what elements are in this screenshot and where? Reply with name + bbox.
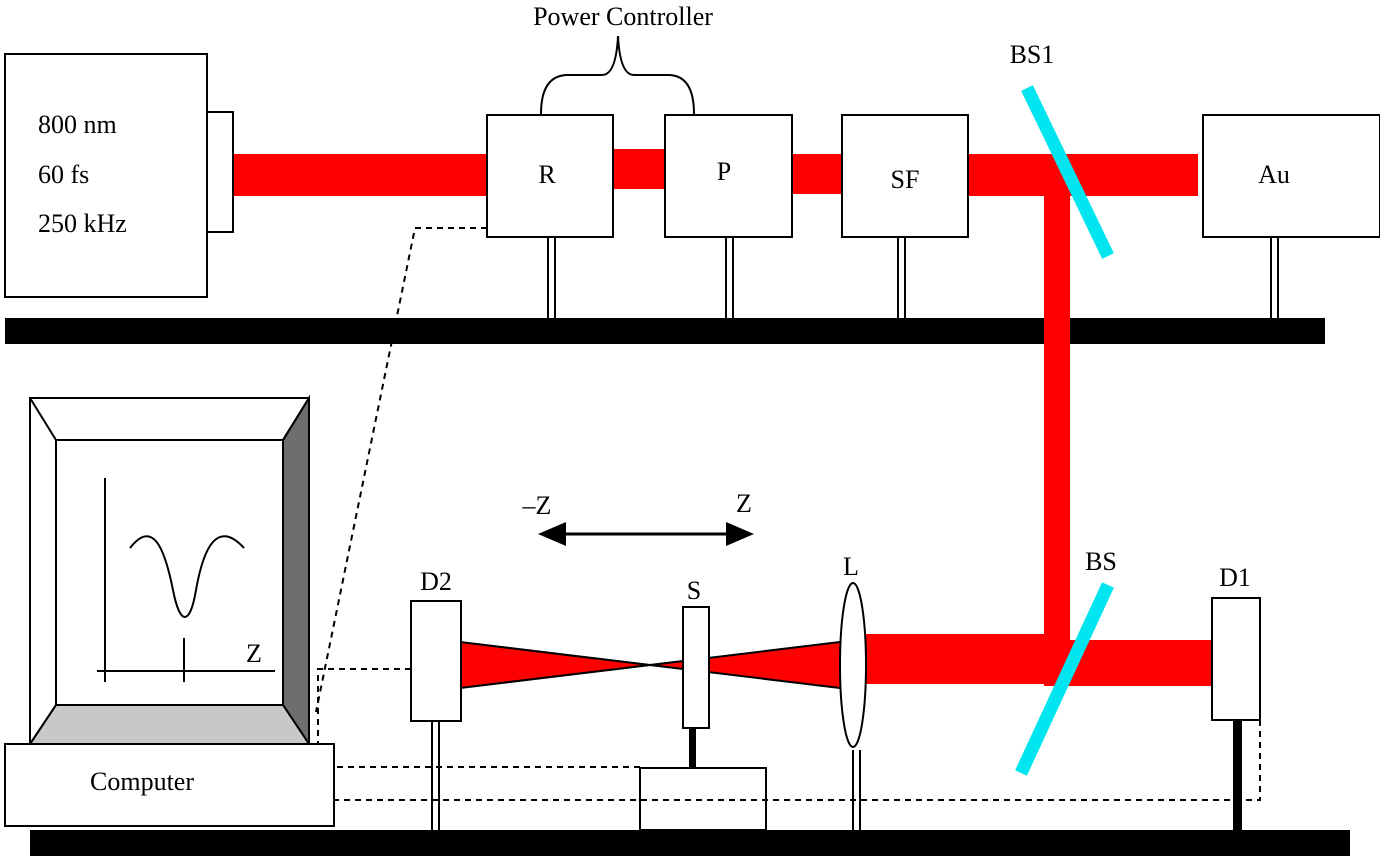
scan-plus-z-label: Z [736, 489, 752, 518]
upper-posts [547, 238, 1279, 318]
monitor-right-bevel [282, 394, 310, 748]
beam-laser-to-r [232, 154, 488, 196]
beam-sf-to-au [968, 154, 1198, 196]
monitor-bottom-bevel [28, 704, 311, 745]
beam-to-lens [862, 634, 1062, 684]
laser-repetition-rate: 250 kHz [38, 209, 127, 238]
rotator-label: R [538, 160, 556, 189]
computer-monitor [28, 394, 311, 748]
lens-label: L [843, 552, 859, 581]
transmittance-curve [129, 535, 245, 618]
detector-2-label: D2 [420, 567, 452, 596]
lower-optical-rail [30, 830, 1350, 856]
beam-p-to-sf [792, 154, 844, 194]
cable-rotator-to-monitor [315, 227, 487, 713]
upper-optical-rail [5, 318, 1325, 344]
scan-direction-arrow [538, 522, 754, 546]
detector-1-label: D1 [1219, 563, 1251, 592]
computer-box [4, 743, 335, 827]
laser-pulse-width: 60 fs [38, 160, 89, 189]
scan-minus-z-label: –Z [522, 491, 552, 520]
lens-shape [839, 582, 867, 748]
rotator-box [486, 114, 614, 238]
monitor-z-axis-label: Z [246, 639, 262, 668]
signal-cables [315, 227, 1261, 801]
power-controller-brace [540, 35, 695, 115]
au-box [1202, 114, 1380, 238]
laser-output-port [206, 111, 234, 233]
beam-splitter-1 [1021, 85, 1114, 259]
beam-splitter-1-label: BS1 [1010, 40, 1055, 69]
beam-splitter [1015, 582, 1114, 776]
lower-posts [431, 722, 861, 830]
power-controller-label: Power Controller [533, 2, 713, 31]
cone-outline [459, 641, 841, 689]
beam-splitter-label: BS [1085, 547, 1117, 576]
sample-holder [682, 606, 710, 729]
beam-r-to-p [612, 149, 666, 189]
cable-d1-to-computer [334, 720, 1261, 801]
computer-label: Computer [90, 767, 194, 796]
focused-beam-cone-2 [655, 642, 840, 688]
sample-label: S [687, 576, 701, 605]
laser-wavelength: 800 nm [38, 110, 117, 139]
detector-2-box [410, 600, 462, 722]
focused-beam-cone [460, 642, 655, 688]
polarizer-box [664, 114, 793, 238]
spatial-filter-box [841, 114, 969, 238]
au-label: Au [1258, 160, 1290, 189]
laser-source-box [4, 53, 208, 298]
beam-vertical-down [1044, 192, 1070, 650]
d1-post [1233, 720, 1242, 830]
polarizer-label: P [717, 157, 731, 186]
cable-d2-to-monitor [317, 668, 411, 745]
translation-stage [639, 767, 767, 831]
detector-1-box [1211, 597, 1261, 721]
sample-post [689, 728, 696, 768]
spatial-filter-label: SF [891, 165, 920, 194]
